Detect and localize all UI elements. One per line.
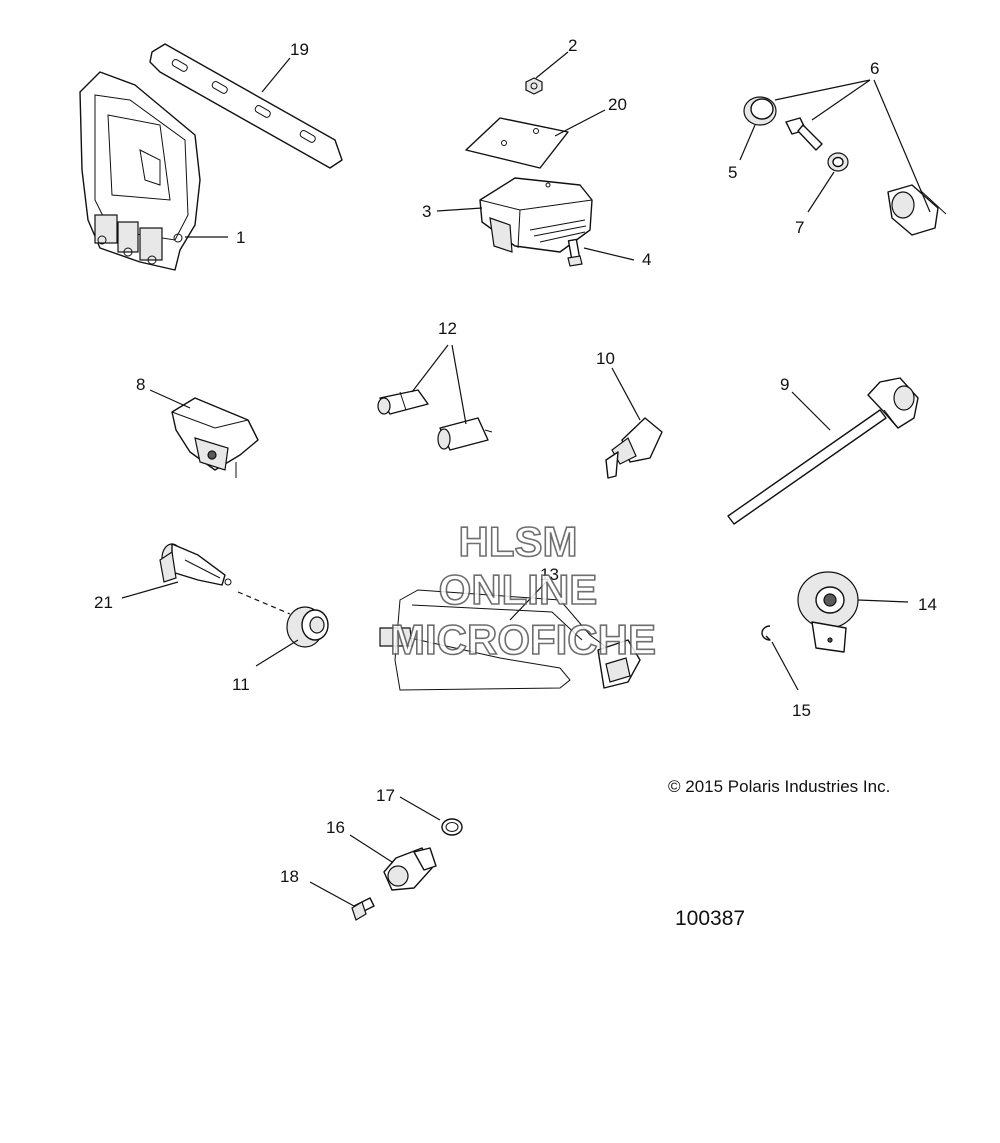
- part-o-ring[interactable]: [441, 818, 463, 836]
- leader-14: [857, 599, 909, 603]
- leader-15: [771, 641, 799, 691]
- leader-4: [583, 247, 635, 261]
- leader-18: [309, 881, 355, 907]
- callout-20: 20: [608, 95, 627, 114]
- callout-15: 15: [792, 701, 811, 720]
- leader-2: [535, 51, 569, 79]
- callout-1: 1: [236, 228, 245, 247]
- part-control-box[interactable]: [479, 177, 593, 253]
- callout-12: 12: [438, 319, 457, 338]
- watermark-line-1: HLSM: [459, 518, 578, 565]
- leader-9: [791, 391, 831, 431]
- watermark: HLSM ONLINE MICROFICHE: [389, 517, 657, 664]
- part-fuse-connector-a[interactable]: [377, 389, 429, 415]
- part-clip[interactable]: [761, 625, 771, 641]
- part-o-ring-small[interactable]: [827, 152, 849, 172]
- leader-16: [349, 834, 393, 863]
- part-sensor-tab[interactable]: [785, 117, 823, 151]
- callout-7: 7: [795, 218, 804, 237]
- watermark-line-2: ONLINE: [439, 566, 598, 613]
- leader-13: [509, 579, 549, 621]
- part-speed-sensor[interactable]: [383, 847, 437, 891]
- leader-20: [554, 109, 606, 137]
- part-temp-sensor[interactable]: [605, 417, 663, 479]
- leader-12b: [451, 344, 467, 425]
- leader-5: [739, 124, 756, 161]
- part-mounting-bracket[interactable]: [149, 43, 343, 169]
- part-bolt-small[interactable]: [567, 238, 583, 267]
- leader-10: [611, 367, 641, 421]
- callout-9: 9: [780, 375, 789, 394]
- part-sensor-body[interactable]: [887, 184, 947, 236]
- part-probe-sensor[interactable]: [727, 377, 919, 525]
- callout-6: 6: [870, 59, 879, 78]
- callout-17: 17: [376, 786, 395, 805]
- leader-8: [149, 389, 191, 409]
- part-map-sensor[interactable]: [171, 397, 259, 478]
- callout-8: 8: [136, 375, 145, 394]
- watermark-line-3: MICROFICHE: [390, 616, 656, 663]
- callout-5: 5: [728, 163, 737, 182]
- callout-3: 3: [422, 202, 431, 221]
- callout-13: 13: [540, 565, 559, 584]
- callout-10: 10: [596, 349, 615, 368]
- callout-11: 11: [232, 675, 250, 694]
- drawing-number: 100387: [675, 907, 745, 930]
- leader-17: [399, 796, 441, 821]
- leader-19: [261, 57, 291, 93]
- callout-16: 16: [326, 818, 345, 837]
- leader-11-axis: [237, 591, 291, 615]
- callout-2: 2: [568, 36, 577, 55]
- part-bolt[interactable]: [351, 897, 375, 921]
- callout-14: 14: [918, 595, 937, 614]
- part-throttle-sensor[interactable]: [159, 543, 232, 586]
- part-fuse-connector-b[interactable]: [437, 417, 493, 451]
- part-grommet[interactable]: [286, 606, 329, 648]
- leader-6c: [873, 79, 931, 213]
- part-nut[interactable]: [525, 77, 543, 95]
- part-knock-sensor[interactable]: [797, 571, 859, 653]
- leader-3: [436, 207, 483, 212]
- leader-7: [807, 171, 835, 213]
- leader-12a: [411, 344, 449, 393]
- callout-4: 4: [642, 250, 651, 269]
- copyright-notice: © 2015 Polaris Industries Inc.: [668, 777, 890, 796]
- part-harness-sensor[interactable]: [379, 589, 641, 691]
- part-cover-plate[interactable]: [465, 117, 569, 169]
- callout-19: 19: [290, 40, 309, 59]
- leader-21: [121, 581, 179, 599]
- leader-11: [255, 639, 299, 667]
- part-ecu-module[interactable]: [79, 71, 201, 271]
- callout-18: 18: [280, 867, 299, 886]
- leader-6b: [811, 79, 871, 121]
- part-sensor-cap[interactable]: [743, 96, 777, 126]
- callout-21: 21: [94, 593, 113, 612]
- leader-6a: [774, 79, 871, 101]
